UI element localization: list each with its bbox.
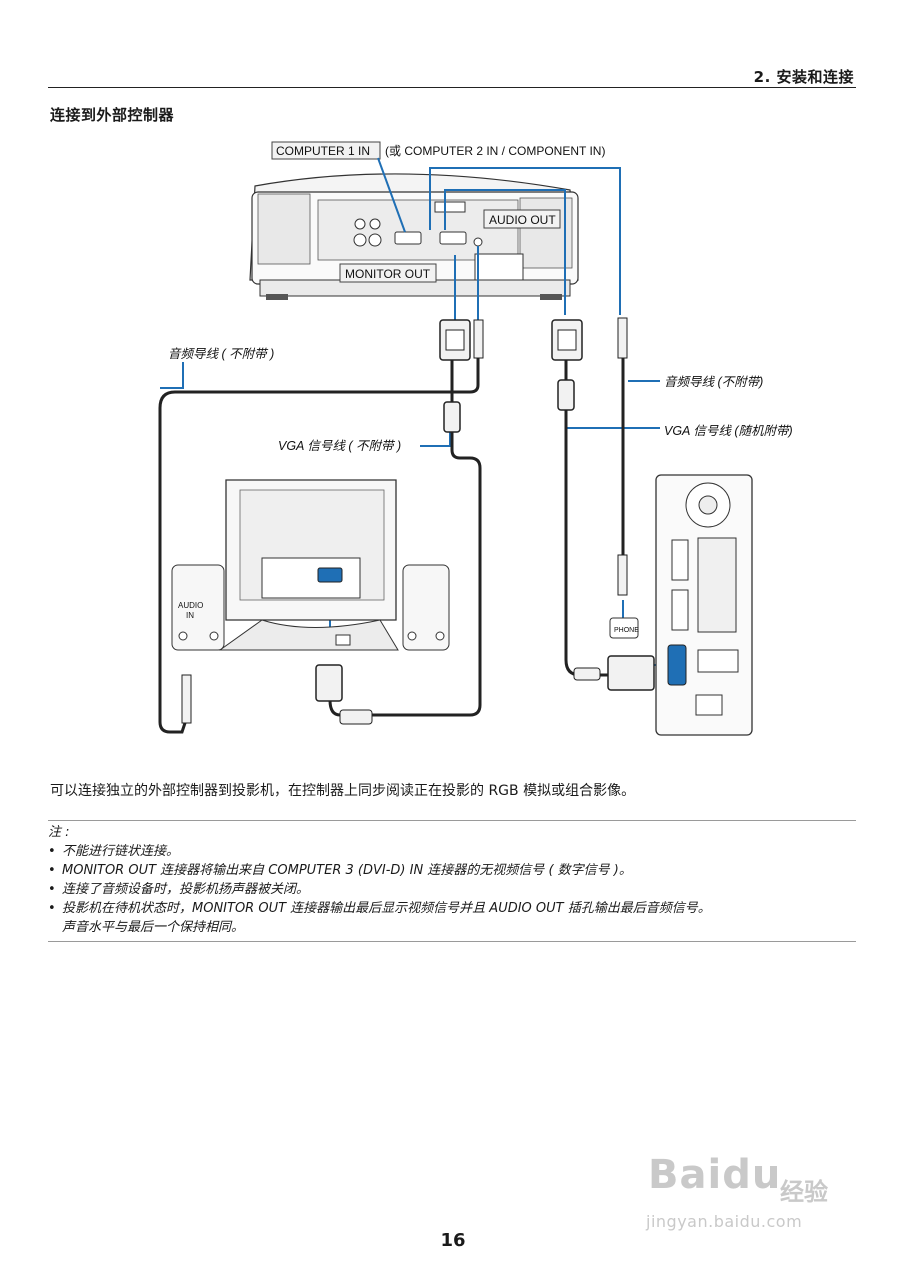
note-item: MONITOR OUT 连接器将输出来自 COMPUTER 3 (DVI-D) … [48, 861, 856, 880]
left-speaker [171, 564, 225, 651]
computer-in-label: COMPUTER 1 IN [276, 144, 370, 158]
monitor-out-label: MONITOR OUT [345, 267, 431, 281]
audio-plug [181, 317, 628, 724]
audio-in-label-2: IN [186, 611, 194, 620]
section-rule [48, 87, 856, 88]
watermark-url: jingyan.baidu.com [646, 1212, 803, 1231]
computer-in-alt-label: (或 COMPUTER 2 IN / COMPONENT IN) [385, 144, 605, 158]
section-title: 2. 安装和连接 [753, 68, 854, 86]
watermark-brand-cn: 经验 [780, 1178, 828, 1206]
page-heading: 连接到外部控制器 [50, 106, 175, 124]
note-item: 投影机在待机状态时，MONITOR OUT 连接器输出最后显示视频信号并且 AU… [48, 899, 856, 918]
connection-diagram: COMPUTER 1 IN (或 COMPUTER 2 IN / COMPONE… [158, 141, 793, 736]
audio-cable-left-label: 音频导线 ( 不附带 ) [168, 347, 274, 361]
notes-box: 注 : 不能进行链状连接。 MONITOR OUT 连接器将输出来自 COMPU… [48, 820, 856, 942]
audio-out-label: AUDIO OUT [489, 213, 556, 227]
note-item: 不能进行链状连接。 [48, 842, 856, 861]
vga-cable-left-label: VGA 信号线 ( 不附带 ) [278, 439, 401, 453]
right-speaker [402, 564, 450, 651]
vga-connector-projector [439, 319, 471, 433]
watermark-brand: Baidu [648, 1152, 782, 1198]
phone-label: PHONE [614, 627, 639, 634]
vga-connector-computer [573, 655, 655, 691]
page-number: 16 [440, 1230, 466, 1251]
audio-cable-right-label: 音频导线 (不附带) [664, 375, 763, 389]
watermark: Baidu 经验 jingyan.baidu.com [640, 1150, 860, 1240]
vga-connector-right [551, 319, 583, 411]
vga-cable-right-label: VGA 信号线 (随机附带) [664, 424, 793, 438]
notes-title: 注 : [48, 825, 70, 840]
body-text: 可以连接独立的外部控制器到投影机，在控制器上同步阅读正在投影的 RGB 模拟或组… [50, 783, 636, 799]
note-item-continuation: 声音水平与最后一个保持相同。 [62, 920, 245, 935]
computer-tower-illustration [655, 474, 753, 736]
phone-jack [609, 617, 639, 639]
monitor-illustration [218, 479, 399, 725]
note-item: 连接了音频设备时，投影机扬声器被关闭。 [48, 880, 856, 899]
audio-in-label: AUDIO [178, 601, 203, 610]
